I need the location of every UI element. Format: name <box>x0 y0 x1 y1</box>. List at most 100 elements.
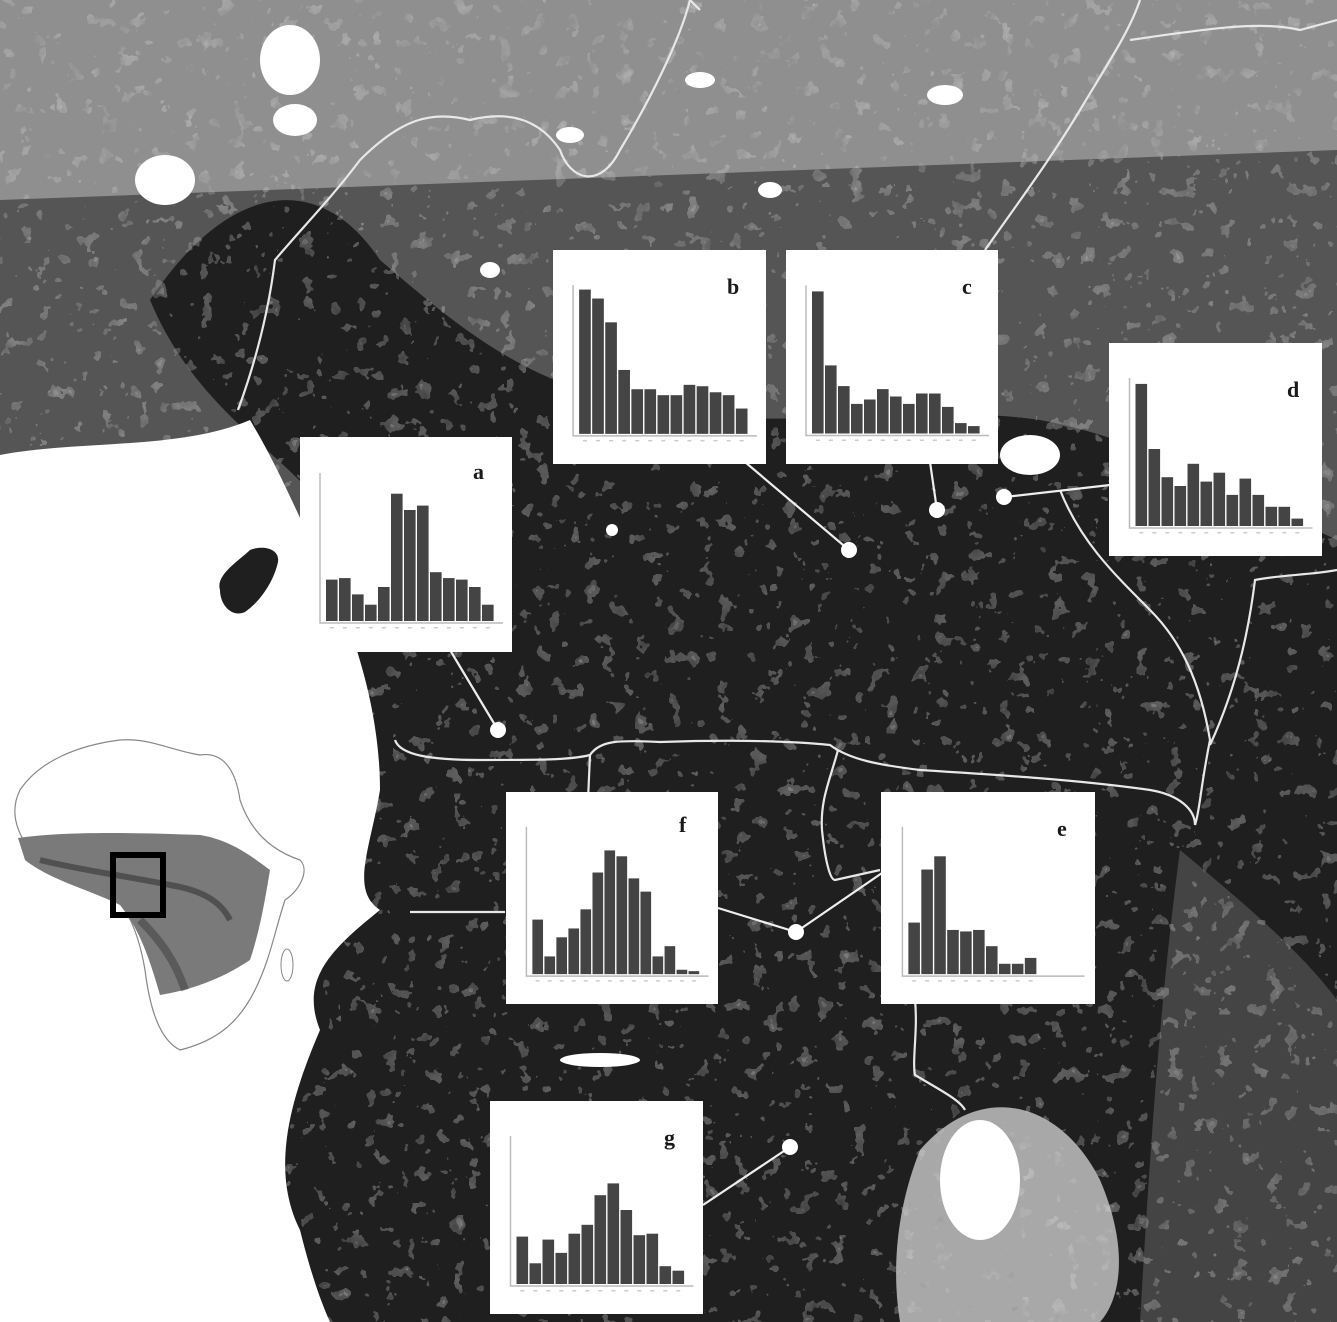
sample-point-b <box>841 542 857 558</box>
country-borders <box>236 0 1337 1111</box>
histogram-tick <box>585 1290 590 1292</box>
histogram-bar <box>607 1183 620 1284</box>
histogram-bar <box>986 946 998 975</box>
histogram-tick <box>726 439 731 442</box>
histogram-b <box>572 285 757 442</box>
histogram-bar <box>670 395 683 434</box>
histogram-tick <box>433 627 438 629</box>
histogram-bar <box>683 384 696 434</box>
histogram-bar <box>631 389 644 434</box>
sample-point-ef <box>788 924 804 940</box>
histogram-bar <box>1174 486 1187 526</box>
histogram-panel-c: c <box>786 250 998 464</box>
histogram-bar <box>482 604 494 621</box>
histogram-bar <box>968 426 980 434</box>
histogram-panel-e: e <box>881 792 1095 1004</box>
histogram-tick <box>828 439 833 441</box>
histogram-bar <box>916 393 928 434</box>
histogram-bar <box>1161 477 1174 526</box>
histogram-bar <box>542 1239 555 1284</box>
histogram-tick <box>595 980 600 982</box>
histogram-bar <box>605 322 617 434</box>
histogram-tick <box>667 980 672 982</box>
histogram-bar <box>735 408 748 434</box>
histogram-tick <box>1178 532 1183 534</box>
histogram-tick <box>533 1290 538 1292</box>
histogram-bar <box>443 578 455 621</box>
histogram-tick <box>1295 532 1300 534</box>
sample-point-c <box>929 502 945 518</box>
histogram-bar <box>877 389 889 434</box>
histogram-tick <box>854 439 859 441</box>
histogram-tick <box>394 627 399 629</box>
histogram-bar <box>960 931 972 975</box>
histogram-bar <box>921 869 933 975</box>
panel-label-b: b <box>727 274 740 299</box>
histogram-bar <box>544 956 556 975</box>
histogram-bar <box>1213 472 1226 526</box>
histogram-panel-g: g <box>490 1101 703 1314</box>
histogram-bar <box>594 1195 607 1284</box>
histogram-tick <box>841 439 846 441</box>
histogram-bar <box>580 909 592 975</box>
histogram-bar <box>417 505 429 621</box>
histogram-bar <box>1148 449 1161 526</box>
histogram-bar <box>929 393 941 434</box>
histogram-bar <box>352 594 364 621</box>
sample-point-extra <box>606 524 618 536</box>
histogram-tick <box>1217 532 1222 534</box>
histogram-bar <box>942 406 954 434</box>
panel-label-c: c <box>962 274 972 299</box>
histogram-bar <box>890 396 902 434</box>
panel-label-e: e <box>1057 816 1067 841</box>
histogram-bar <box>998 963 1011 975</box>
histogram-tick <box>976 980 981 982</box>
histogram-bar <box>532 919 544 975</box>
histogram-bar <box>469 587 481 621</box>
histogram-axes <box>572 285 757 437</box>
histogram-bar <box>529 1263 542 1284</box>
histogram-bar <box>604 850 616 975</box>
africa-inset <box>14 739 305 1051</box>
histogram-tick <box>559 1290 564 1292</box>
histogram-bar <box>825 365 837 434</box>
histogram-bar <box>1011 963 1024 975</box>
histogram-tick <box>958 439 963 441</box>
histogram-tick <box>485 627 490 629</box>
histogram-bar <box>1239 478 1252 526</box>
histogram-tick <box>963 980 968 982</box>
histogram-tick <box>674 439 679 442</box>
histogram-bar <box>864 399 876 434</box>
histogram-tick <box>989 980 994 982</box>
histogram-tick <box>611 1290 616 1292</box>
histogram-tick <box>1282 532 1287 534</box>
histogram-tick <box>472 627 477 629</box>
sample-point-a <box>490 722 506 738</box>
histogram-bar <box>456 579 468 621</box>
panel-label-g: g <box>664 1125 675 1150</box>
histogram-tick <box>535 980 540 982</box>
histogram-tick <box>459 627 464 629</box>
histogram-tick <box>643 980 648 982</box>
histogram-panel-f: f <box>506 792 718 1004</box>
histogram-tick <box>880 439 885 441</box>
histogram-tick <box>571 980 576 982</box>
histogram-tick <box>572 1290 577 1292</box>
histogram-bar <box>664 946 676 975</box>
histogram-tick <box>945 439 950 441</box>
histogram-bar <box>579 289 591 434</box>
histogram-tick <box>582 439 587 442</box>
histogram-bar <box>646 1233 659 1284</box>
histogram-bar <box>908 922 920 975</box>
histogram-bar <box>1278 506 1291 526</box>
histogram-bar <box>1291 518 1304 526</box>
histogram-bar <box>1024 957 1037 975</box>
histogram-tick <box>679 980 684 982</box>
histogram-panel-a: a <box>300 437 512 652</box>
histogram-tick <box>368 627 373 629</box>
histogram-bar <box>709 392 722 434</box>
bioko-island <box>219 547 279 614</box>
histogram-tick <box>583 980 588 982</box>
histogram-tick <box>622 439 627 442</box>
histogram-bar <box>657 395 670 434</box>
